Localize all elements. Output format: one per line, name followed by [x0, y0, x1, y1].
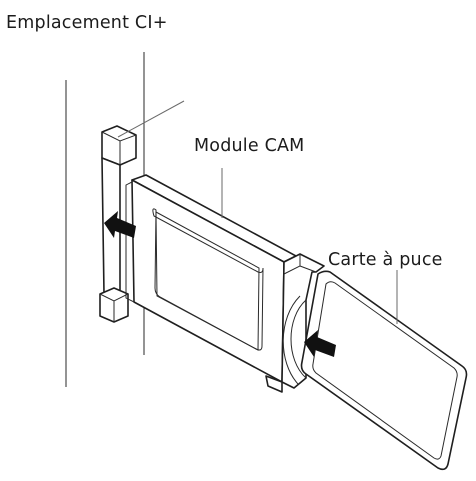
cam-module-front-edge [125, 181, 135, 303]
leader-lines [117, 100, 398, 324]
smart-card-outline [300, 270, 468, 471]
card-slot-opening-inner [282, 295, 301, 385]
smart-card-inner-border [312, 281, 458, 460]
label-ci-slot: Emplacement CI+ [6, 13, 168, 33]
cam-module-bottom-tab [265, 375, 283, 393]
card-slot-opening-outer [290, 299, 307, 379]
ci-plus-slot [99, 125, 137, 323]
insertion-arrows [104, 211, 336, 357]
cam-module-card-slot-edges [283, 254, 317, 275]
leader-slot [117, 100, 185, 138]
slot-top-block-edges [101, 131, 137, 165]
cam-module [125, 174, 325, 393]
slot-bottom-block-edges [99, 293, 129, 322]
arrow-insert-card-icon [304, 330, 336, 357]
label-cam-module: Module CAM [194, 136, 305, 156]
cam-module-recess [155, 211, 260, 351]
arrow-insert-module-icon [104, 211, 136, 238]
label-smart-card: Carte à puce [328, 250, 443, 270]
smart-card [300, 270, 468, 471]
